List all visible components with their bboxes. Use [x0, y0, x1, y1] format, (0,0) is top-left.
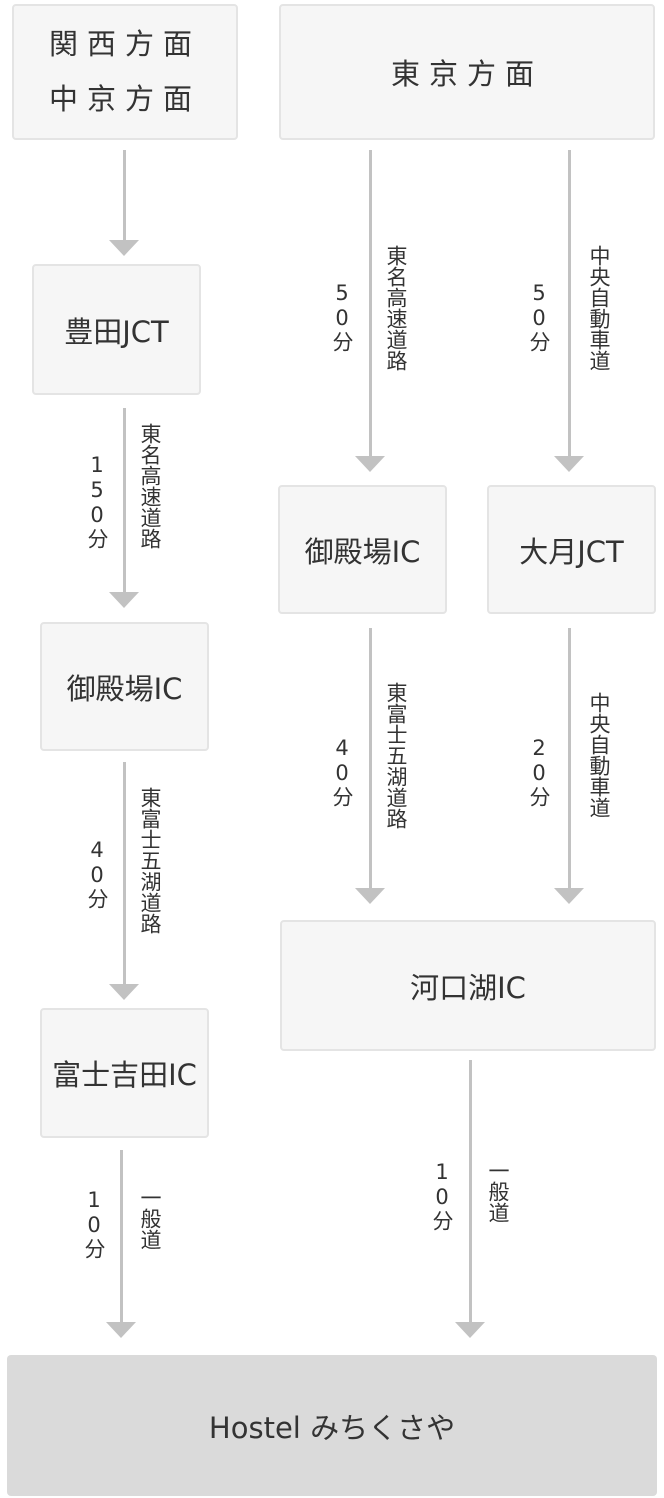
origin-tokyo-label: 東京方面	[390, 57, 543, 91]
route-time-otsuki-kawaguchiko: 20分	[527, 736, 551, 808]
route-time-tokyo-otsuki: 50分	[527, 281, 551, 353]
kawaguchiko-ic-box: 河口湖IC	[280, 920, 656, 1051]
arrow-line-gotemba-kawaguchiko	[369, 628, 372, 890]
route-time-kawaguchiko-hostel: 10分	[430, 1160, 454, 1232]
gotemba-ic-right-box: 御殿場IC	[278, 485, 447, 614]
hostel-destination-box: Hostel みちくさや	[7, 1355, 657, 1496]
toyota-jct-box: 豊田JCT	[32, 264, 201, 395]
arrowhead-kawaguchiko-hostel	[455, 1322, 485, 1338]
arrowhead-gotemba-kawaguchiko	[355, 888, 385, 904]
arrowhead-gotemba-fujiyoshida	[109, 984, 139, 1000]
gotemba-ic-left-box: 御殿場IC	[40, 622, 209, 751]
arrow-line-fujiyoshida-hostel	[120, 1150, 123, 1326]
fujiyoshida-ic-box: 富士吉田IC	[40, 1008, 209, 1138]
route-road-kawaguchiko-hostel: 一般道	[486, 1160, 510, 1223]
arrow-line-kawaguchiko-hostel	[469, 1060, 472, 1326]
origin-chukyo-label: 中京方面	[48, 82, 201, 116]
route-time-toyota-gotemba: 150分	[85, 453, 109, 550]
route-road-tokyo-gotemba: 東名高速道路	[384, 245, 408, 371]
otsuki-jct-box: 大月JCT	[487, 485, 656, 614]
hostel-destination-label: Hostel みちくさや	[208, 1410, 456, 1445]
route-road-gotemba-kawaguchiko: 東富士五湖道路	[384, 682, 408, 829]
gotemba-ic-right-label: 御殿場IC	[304, 534, 421, 569]
origin-kansai-chukyo-box: 関西方面 中京方面	[12, 4, 238, 140]
arrowhead-tokyo-gotemba	[355, 456, 385, 472]
arrowhead-tokyo-otsuki	[554, 456, 584, 472]
arrowhead-toyota-gotemba	[109, 592, 139, 608]
route-road-otsuki-kawaguchiko: 中央自動車道	[587, 692, 611, 818]
arrowhead-fujiyoshida-hostel	[106, 1322, 136, 1338]
arrowhead-otsuki-kawaguchiko	[554, 888, 584, 904]
arrowhead-kansai-toyota	[109, 240, 139, 256]
arrow-line-kansai-toyota	[123, 150, 126, 242]
route-road-fujiyoshida-hostel: 一般道	[138, 1187, 162, 1250]
gotemba-ic-left-label: 御殿場IC	[66, 671, 183, 706]
arrow-line-tokyo-otsuki	[568, 150, 571, 460]
kawaguchiko-ic-label: 河口湖IC	[410, 970, 526, 1005]
origin-tokyo-box: 東京方面	[279, 4, 655, 140]
fujiyoshida-ic-label: 富士吉田IC	[52, 1058, 197, 1092]
route-time-fujiyoshida-hostel: 10分	[82, 1188, 106, 1260]
toyota-jct-label: 豊田JCT	[64, 314, 169, 349]
route-road-tokyo-otsuki: 中央自動車道	[587, 245, 611, 371]
route-time-gotemba-fujiyoshida: 40分	[85, 838, 109, 910]
arrow-line-tokyo-gotemba	[369, 150, 372, 460]
arrow-line-toyota-gotemba	[123, 408, 126, 596]
route-road-gotemba-fujiyoshida: 東富士五湖道路	[138, 787, 162, 934]
route-time-gotemba-kawaguchiko: 40分	[330, 736, 354, 808]
origin-kansai-label: 関西方面	[48, 27, 201, 61]
arrow-line-gotemba-fujiyoshida	[123, 762, 126, 986]
route-time-tokyo-gotemba: 50分	[330, 281, 354, 353]
otsuki-jct-label: 大月JCT	[519, 534, 624, 569]
arrow-line-otsuki-kawaguchiko	[568, 628, 571, 890]
route-road-toyota-gotemba: 東名高速道路	[138, 423, 162, 549]
